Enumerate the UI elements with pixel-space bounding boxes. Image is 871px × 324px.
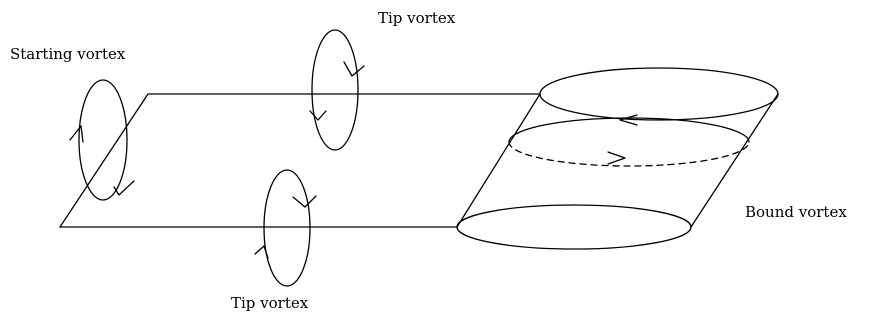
starting-vortex-arrow-up: [69, 125, 84, 143]
bound-vortex-top-ellipse: [539, 67, 779, 121]
bound-vortex: [456, 67, 779, 250]
starting-vortex-arrow-down: [113, 180, 135, 196]
tip-vortex-top-label: Tip vortex: [378, 9, 456, 27]
bound-vortex-arrow-right: [607, 151, 626, 165]
tip-vortex-top-arrow-1: [343, 61, 365, 77]
vortex-sheet-lines: [59, 93, 541, 228]
bound-vortex-right-edge: [690, 93, 779, 228]
bound-vortex-mid-ring-front: [508, 117, 750, 143]
bound-vortex-left-edge: [456, 93, 541, 228]
tip-vortex-bottom: [254, 169, 317, 287]
wake-line-left-slant: [59, 93, 149, 228]
starting-vortex-ring: [78, 79, 128, 201]
starting-vortex-label: Starting vortex: [10, 45, 126, 63]
tip-vortex-top: [309, 29, 365, 151]
tip-vortex-bottom-arrow-2: [254, 245, 269, 259]
starting-vortex: [69, 79, 135, 201]
tip-vortex-bottom-label: Tip vortex: [231, 294, 309, 312]
tip-vortex-bottom-ring: [263, 169, 311, 287]
bound-vortex-label: Bound vortex: [745, 203, 847, 221]
tip-vortex-bottom-arrow-1: [292, 195, 317, 208]
tip-vortex-top-ring: [311, 29, 359, 151]
bound-vortex-mid-ring-back: [508, 141, 750, 167]
tip-vortex-top-arrow-2: [309, 110, 327, 121]
bound-vortex-bottom-ellipse: [456, 204, 692, 250]
bound-vortex-arrow-left: [619, 114, 638, 126]
